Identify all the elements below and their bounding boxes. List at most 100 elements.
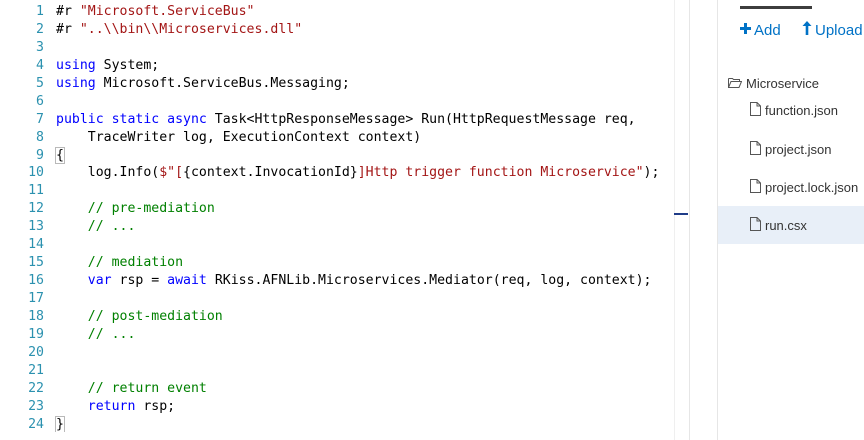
code-area[interactable]: 1#r "Microsoft.ServiceBus"2#r "..\\bin\\…: [0, 3, 690, 434]
line-number: 7: [36, 111, 44, 127]
line-number: 20: [28, 344, 44, 360]
code-line[interactable]: 2#r "..\\bin\\Microservices.dll": [0, 21, 690, 39]
code-text: }: [56, 416, 64, 434]
line-number: 3: [36, 39, 44, 55]
code-text: #r "..\\bin\\Microservices.dll": [56, 21, 302, 39]
code-token: rsp =: [111, 273, 168, 289]
code-line[interactable]: 14: [0, 236, 690, 254]
code-token: "Microsoft.ServiceBus": [79, 4, 255, 19]
code-token: // mediation: [56, 255, 184, 271]
code-token: log.Info(: [56, 165, 160, 181]
upload-arrow-icon: [802, 20, 812, 40]
line-number: 21: [28, 362, 44, 378]
code-line[interactable]: 19 // ...: [0, 326, 690, 344]
file-label: project.json: [765, 141, 832, 157]
line-number: 23: [28, 398, 44, 414]
code-token: $"[: [159, 165, 184, 181]
code-line[interactable]: 20: [0, 344, 690, 362]
open-folder-icon: [728, 76, 743, 91]
file-icon: [750, 101, 761, 119]
code-token: [56, 273, 88, 288]
code-text: // mediation: [56, 254, 183, 272]
horizontal-scrollbar[interactable]: [0, 432, 674, 440]
code-line[interactable]: 12 // pre-mediation: [0, 200, 690, 218]
folder-microservice[interactable]: Microservice: [728, 73, 819, 93]
code-text: // ...: [56, 326, 136, 344]
code-token: using: [56, 57, 96, 73]
code-text: using Microsoft.ServiceBus.Messaging;: [56, 75, 350, 93]
code-token: Microsoft.ServiceBus.Messaging;: [95, 75, 350, 91]
code-line[interactable]: 11: [0, 182, 690, 200]
code-token: [56, 399, 88, 414]
line-number: 16: [28, 273, 44, 289]
line-number: 19: [28, 326, 44, 342]
line-number: 13: [28, 219, 44, 235]
code-line[interactable]: 9{: [0, 147, 690, 165]
code-token: return: [87, 398, 136, 414]
code-text: public static async Task<HttpResponseMes…: [56, 111, 636, 129]
line-number: 15: [28, 255, 44, 271]
code-token: // ...: [56, 326, 136, 342]
code-text: // pre-mediation: [56, 200, 215, 218]
code-line[interactable]: 1 #r "Microsoft.ServiceBus": [0, 3, 690, 21]
file-icon: [750, 178, 761, 196]
line-number: 18: [28, 308, 44, 324]
code-token: }: [56, 416, 64, 432]
line-number: 8: [36, 129, 44, 145]
line-number: 22: [28, 380, 44, 396]
line-number: 1: [36, 4, 44, 19]
line-number: 4: [36, 57, 44, 73]
line-number: 6: [36, 93, 44, 109]
file-item-project-lock-json[interactable]: project.lock.json: [718, 168, 864, 206]
code-token: TraceWriter log, ExecutionContext contex…: [56, 129, 422, 145]
line-number: 24: [28, 416, 44, 432]
code-line[interactable]: 18 // post-mediation: [0, 308, 690, 326]
code-token: #r: [56, 21, 80, 37]
vertical-scrollbar[interactable]: [674, 0, 688, 440]
file-item-run-csx[interactable]: run.csx: [718, 206, 864, 244]
code-line[interactable]: 21: [0, 362, 690, 380]
file-icon: [750, 216, 761, 234]
brace-match-open: [55, 146, 65, 164]
add-button[interactable]: Add: [740, 18, 781, 42]
code-token: // ...: [56, 219, 136, 235]
code-text: log.Info($"[{context.InvocationId}]Http …: [56, 164, 660, 182]
code-line[interactable]: 22 // return event: [0, 380, 690, 398]
line-number: 9: [36, 147, 44, 163]
add-button-label: Add: [754, 21, 781, 39]
file-item-function-json[interactable]: function.json: [718, 91, 864, 129]
file-icon: [750, 140, 761, 158]
code-line[interactable]: 23 return rsp;: [0, 398, 690, 416]
code-text: // return event: [56, 380, 207, 398]
file-label: function.json: [765, 102, 838, 118]
file-item-project-json[interactable]: project.json: [718, 130, 864, 168]
code-line[interactable]: 17: [0, 290, 690, 308]
code-text: #r "Microsoft.ServiceBus": [56, 3, 255, 21]
code-token: var: [87, 273, 112, 289]
plus-icon: [740, 21, 751, 39]
code-text: {: [56, 147, 64, 165]
code-line[interactable]: 8 TraceWriter log, ExecutionContext cont…: [0, 129, 690, 147]
code-token: System;: [95, 57, 160, 73]
line-number: 10: [28, 165, 44, 181]
code-line[interactable]: 16 var rsp = await RKiss.AFNLib.Microser…: [0, 272, 690, 290]
active-tab-indicator: [740, 6, 812, 9]
code-token: );: [643, 165, 660, 181]
code-text: using System;: [56, 57, 159, 75]
code-line[interactable]: 7 public static async Task<HttpResponseMe…: [0, 111, 690, 129]
line-number: 17: [28, 291, 44, 306]
code-token: // return event: [56, 380, 207, 396]
code-editor[interactable]: 1#r "Microsoft.ServiceBus"2#r "..\\bin\\…: [0, 0, 690, 440]
upload-button[interactable]: Upload: [802, 18, 863, 42]
code-line[interactable]: 10 log.Info($"[{context.InvocationId}]Ht…: [0, 164, 690, 182]
code-line[interactable]: 24}: [0, 416, 690, 434]
code-token: // post-mediation: [56, 308, 223, 324]
code-token: Task<HttpResponseMessage> Run(HttpReques…: [206, 111, 636, 127]
code-line[interactable]: 3: [0, 39, 690, 57]
code-line[interactable]: 6: [0, 93, 690, 111]
code-token: public static async: [56, 111, 207, 127]
code-line[interactable]: 13 // ...: [0, 218, 690, 236]
code-line[interactable]: 15 // mediation: [0, 254, 690, 272]
code-line[interactable]: 4 using System;: [0, 57, 690, 75]
